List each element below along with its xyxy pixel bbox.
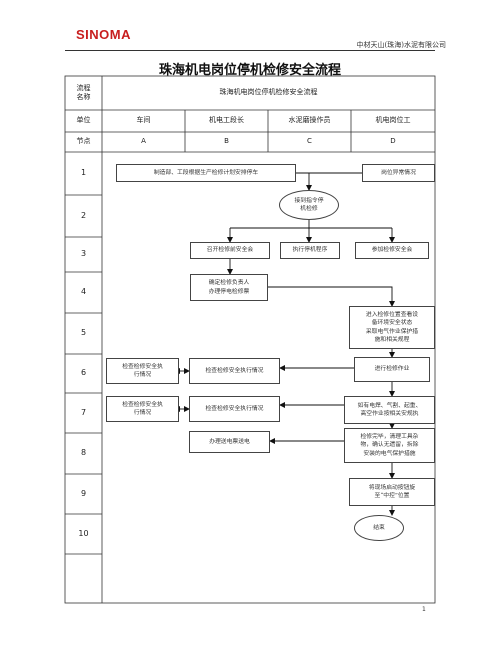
flow-step-b6: 检查检修安全执行情况 [189,358,280,384]
flow-step-d5: 进入检修位置查看设 备环境安全状态 采取电气作业保护措 施和相关规程 [349,306,435,349]
row-number: 2 [80,210,87,220]
flow-step-d6: 进行检修作业 [354,357,430,382]
flow-step-d9: 将现场启动按钮旋 至“中控”位置 [349,478,435,506]
row-number: 3 [80,249,87,259]
company-name: 中材天山(珠海)水泥有限公司 [356,41,446,49]
flow-step-b3: 召开检修前安全会 [190,242,270,259]
row-number: 8 [80,448,87,458]
unit-workshop: 车间 [136,116,151,125]
flow-step-b1: 制造部、工段根据生产检修计划安排停车 [116,164,296,182]
company-logo: SINOMA [76,27,131,42]
row-number: 10 [78,528,89,538]
node-a: A [141,137,146,146]
flow-start-c2: 接到指令停 机检修 [279,190,339,220]
process-name-label: 流程 名称 [76,83,91,101]
row-number: 1 [80,168,87,178]
flow-step-d7: 如有电焊、气割、起重、 高空作业按相关安规执 [344,396,435,424]
flow-step-d8: 检修完毕，清理工具杂 物，确认无遗留，拆除 安装的电气保护措施 [344,428,435,463]
row-number: 5 [80,328,87,338]
node-d: D [390,137,396,146]
header-rule [65,50,435,51]
unit-section-leader: 机电工段长 [209,116,244,125]
unit-label: 单位 [76,116,91,125]
process-name-value: 珠海机电岗位停机检修安全流程 [219,88,318,97]
row-number: 9 [80,488,87,498]
unit-mill-operator: 水泥磨操作员 [288,116,331,125]
page-title: 珠海机电岗位停机检修安全流程 [158,63,341,78]
row-number: 6 [80,368,87,378]
node-label: 节点 [76,137,91,146]
unit-electrician: 机电岗位工 [375,116,411,125]
flow-step-b8: 办理送电票送电 [189,431,270,453]
flow-end-d10: 结束 [354,515,404,541]
row-number: 4 [80,287,87,297]
flow-step-a7: 检查检修安全执 行情况 [106,396,179,422]
node-b: B [224,137,229,146]
flow-step-c3: 执行停机程序 [280,242,340,259]
flow-step-b4: 确定检修负责人 办理停电检修票 [190,274,268,301]
flow-step-a6: 检查检修安全执 行情况 [106,358,179,384]
row-number: 7 [80,407,87,417]
node-c: C [307,137,312,146]
flow-step-b7: 检查检修安全执行情况 [189,396,280,422]
flow-step-d3: 参加检修安全会 [355,242,429,259]
page-number: 1 [422,606,426,613]
flow-step-d1: 岗位异常情况 [362,164,435,182]
